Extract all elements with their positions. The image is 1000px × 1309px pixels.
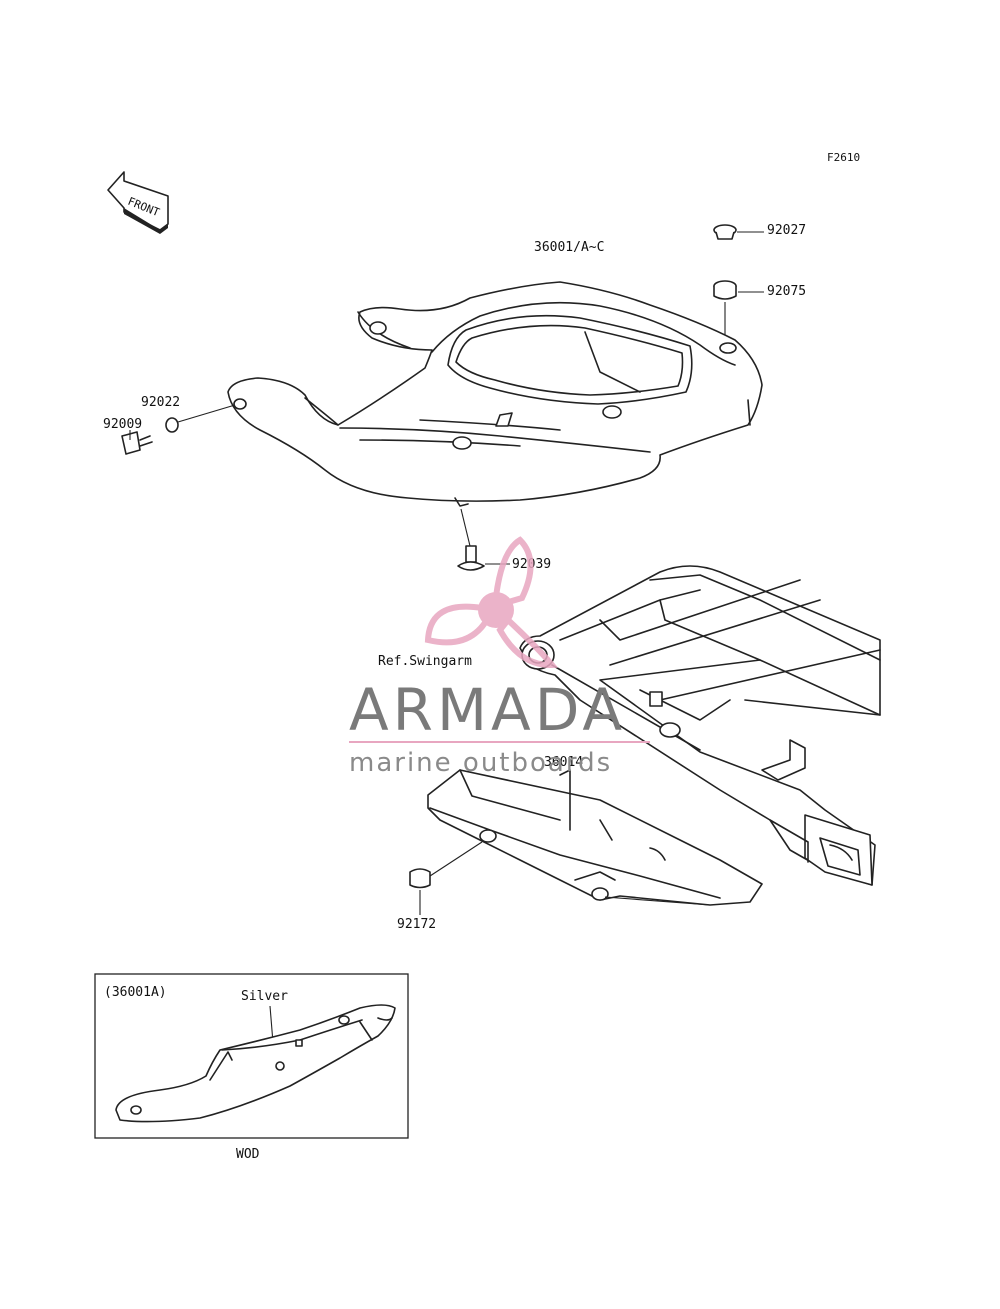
part-92027 <box>713 224 764 240</box>
part-92009-bolt <box>121 430 153 455</box>
label-92075: 92075 <box>767 284 806 299</box>
inset-box: (36001A) Silver WOD <box>94 973 409 1162</box>
label-92009: 92009 <box>103 417 142 432</box>
label-92172: 92172 <box>397 917 436 932</box>
seat-cover-part <box>227 281 763 507</box>
inset-title: (36001A) <box>104 985 167 1000</box>
propeller-logo-icon <box>424 536 559 669</box>
label-92027: 92027 <box>767 223 806 238</box>
label-36014: 36014 <box>544 755 583 770</box>
chain-cover-part <box>427 769 763 906</box>
label-92022: 92022 <box>141 395 180 410</box>
inset-caption: WOD <box>236 1147 260 1162</box>
label-ref-swingarm: Ref.Swingarm <box>378 654 472 669</box>
watermark-brand: ARMADA <box>349 676 626 744</box>
part-92172-bolt <box>409 841 711 915</box>
part-92022-washer <box>165 404 236 433</box>
part-92075 <box>713 280 764 343</box>
part-92039-clip <box>457 508 510 571</box>
label-36001: 36001/A~C <box>534 240 604 255</box>
swingarm-part <box>519 565 881 886</box>
figure-code: F2610 <box>827 151 860 164</box>
watermark-tagline: marine outboards <box>349 748 612 778</box>
inset-color-label: Silver <box>241 989 288 1004</box>
front-arrow-icon: FRONT <box>107 171 169 234</box>
inset-seat-cover <box>115 1004 396 1123</box>
watermark: ARMADA marine outboards <box>349 536 650 778</box>
